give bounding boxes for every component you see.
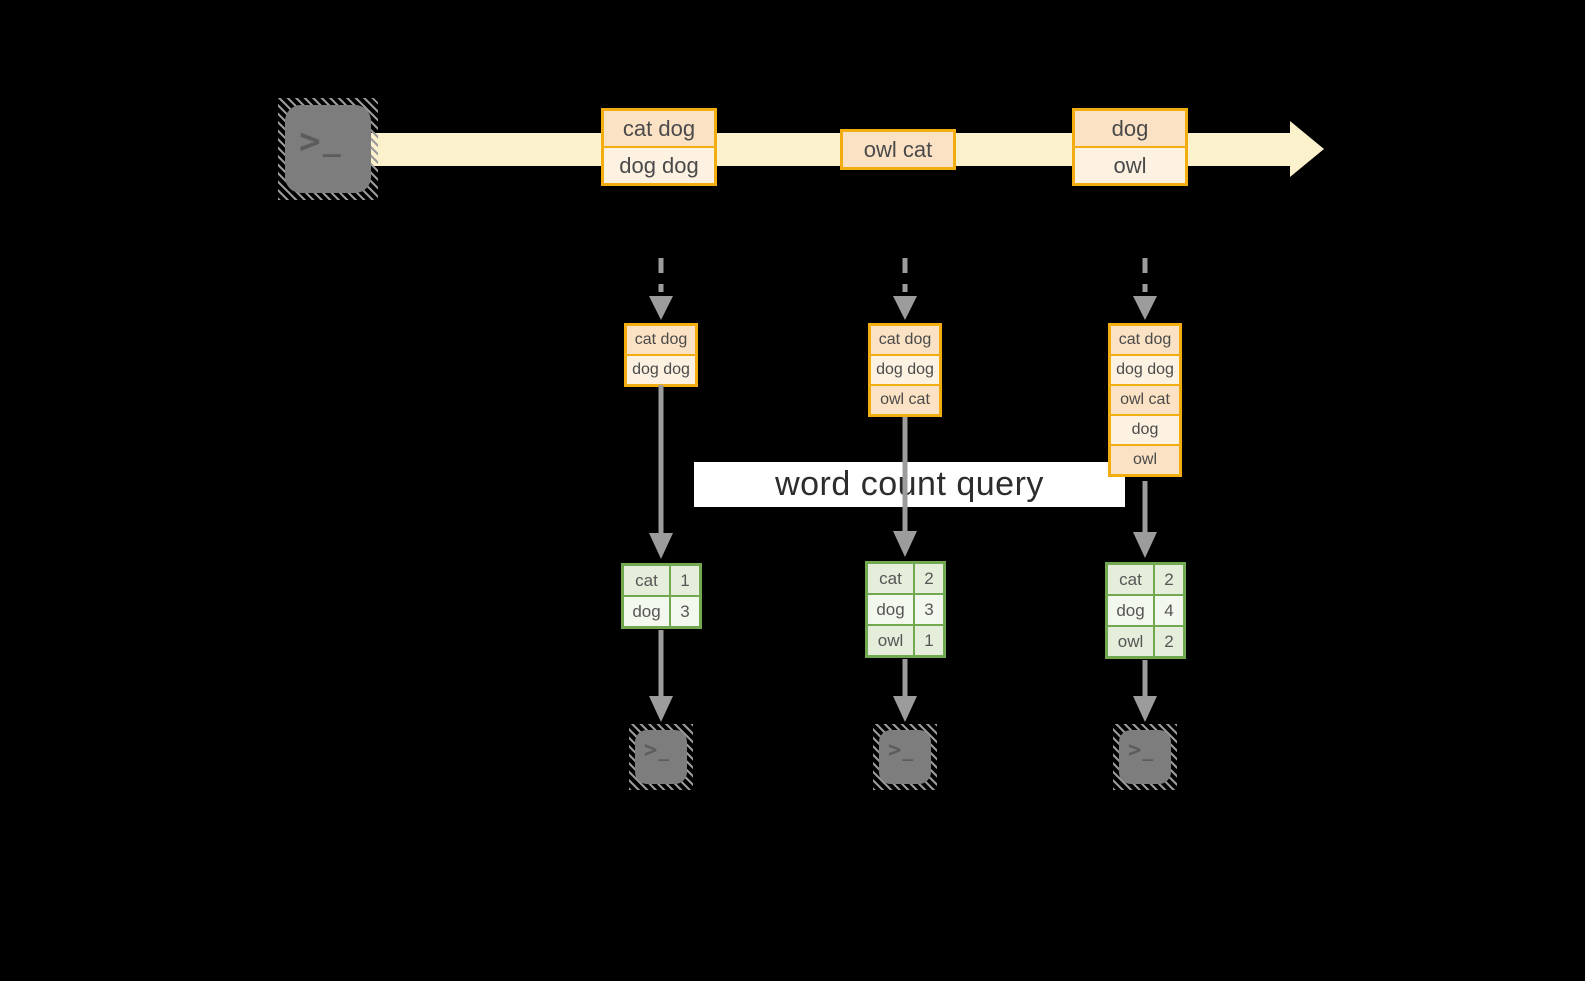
terminal-pane: > _	[635, 730, 687, 784]
result-count-cell: 3	[671, 597, 699, 626]
terminal-prompt-icon: >	[888, 738, 902, 763]
input-row: dog dog	[871, 356, 939, 384]
arrow-down-icon	[893, 659, 917, 722]
dashed-arrow-down-icon	[893, 258, 917, 320]
terminal-prompt-icon: >	[299, 121, 321, 162]
input-table-1: cat dog dog dog	[624, 323, 698, 387]
result-count-cell: 1	[671, 566, 699, 595]
result-word-cell: cat	[868, 564, 913, 593]
terminal-output-icon: > _	[873, 724, 937, 790]
terminal-pane: > _	[285, 105, 371, 193]
result-count-cell: 2	[1155, 565, 1183, 594]
result-count-cell: 2	[915, 564, 943, 593]
terminal-cursor-icon: _	[322, 123, 341, 158]
result-table-1: cat 1 dog 3	[621, 563, 702, 629]
stream-batch-1: cat dog dog dog	[601, 108, 717, 186]
result-word-cell: dog	[1108, 596, 1153, 625]
terminal-source-icon: > _	[278, 98, 378, 200]
stream-batch-2: owl cat	[840, 129, 956, 170]
stream-batch-row: owl cat	[843, 132, 953, 167]
terminal-output-icon: > _	[629, 724, 693, 790]
terminal-pane: > _	[1119, 730, 1171, 784]
result-word-cell: cat	[624, 566, 669, 595]
arrow-down-icon	[893, 417, 917, 557]
stream-batch-row: cat dog	[604, 111, 714, 146]
input-row: owl cat	[871, 386, 939, 414]
input-row: cat dog	[1111, 326, 1179, 354]
arrow-down-icon	[1133, 481, 1157, 558]
stream-batch-row: dog	[1075, 111, 1185, 146]
result-count-cell: 1	[915, 626, 943, 655]
input-row: cat dog	[627, 326, 695, 354]
input-table-2: cat dog dog dog owl cat	[868, 323, 942, 417]
input-row: owl cat	[1111, 386, 1179, 414]
input-table-3: cat dog dog dog owl cat dog owl	[1108, 323, 1182, 477]
stream-batch-3: dog owl	[1072, 108, 1188, 186]
result-table-3: cat 2 dog 4 owl 2	[1105, 562, 1186, 659]
query-banner-label: word count query	[775, 465, 1044, 503]
result-word-cell: owl	[1108, 627, 1153, 656]
terminal-output-icon: > _	[1113, 724, 1177, 790]
result-word-cell: owl	[868, 626, 913, 655]
dashed-arrow-down-icon	[1133, 258, 1157, 320]
stream-batch-row: owl	[1075, 148, 1185, 183]
result-word-cell: dog	[868, 595, 913, 624]
stream-batch-row: dog dog	[604, 148, 714, 183]
terminal-cursor-icon: _	[902, 741, 913, 762]
result-count-cell: 3	[915, 595, 943, 624]
arrow-down-icon	[649, 630, 673, 722]
query-banner: word count query	[694, 462, 1125, 507]
result-table-2: cat 2 dog 3 owl 1	[865, 561, 946, 658]
input-row: dog	[1111, 416, 1179, 444]
terminal-prompt-icon: >	[1128, 738, 1142, 763]
dashed-arrow-down-icon	[649, 258, 673, 320]
result-count-cell: 2	[1155, 627, 1183, 656]
arrow-down-icon	[1133, 660, 1157, 722]
result-word-cell: cat	[1108, 565, 1153, 594]
input-row: dog dog	[627, 356, 695, 384]
result-word-cell: dog	[624, 597, 669, 626]
arrow-down-icon	[649, 385, 673, 559]
terminal-prompt-icon: >	[644, 738, 658, 763]
input-row: owl	[1111, 446, 1179, 474]
terminal-cursor-icon: _	[658, 741, 669, 762]
input-row: dog dog	[1111, 356, 1179, 384]
terminal-pane: > _	[879, 730, 931, 784]
stream-arrowhead-icon	[1290, 121, 1324, 177]
terminal-cursor-icon: _	[1142, 741, 1153, 762]
input-row: cat dog	[871, 326, 939, 354]
result-count-cell: 4	[1155, 596, 1183, 625]
